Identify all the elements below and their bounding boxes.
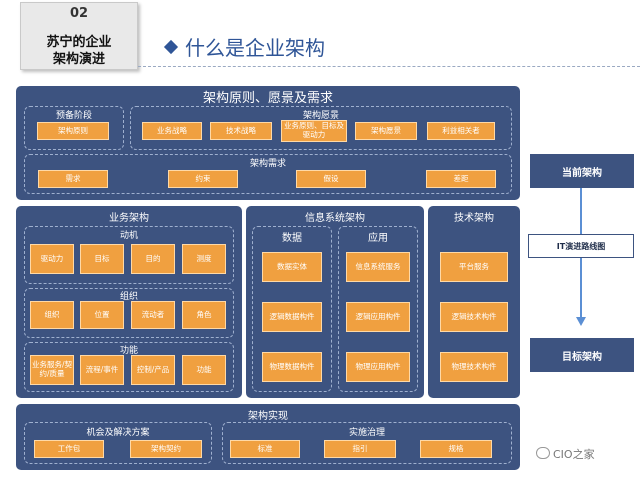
vision-group — [130, 106, 512, 150]
roadmap-line-top — [580, 188, 582, 234]
vision-item: 业务战略 — [142, 122, 202, 140]
diamond-bullet-icon — [163, 39, 179, 55]
org-item: 组织 — [30, 301, 74, 329]
principles-title: 架构原则、愿景及需求 — [202, 91, 333, 106]
function-item: 功能 — [182, 355, 226, 385]
tech-title: 技术架构 — [454, 213, 494, 224]
section-title-line2: 架构演进 — [52, 52, 105, 67]
roadmap-line-bottom — [580, 258, 582, 318]
page-title-text: 什么是企业架构 — [185, 36, 325, 60]
org-item: 位置 — [80, 301, 124, 329]
section-badge: 02 苏宁的企业 架构演进 — [20, 2, 138, 70]
vision-item: 业务原则、目标及驱动力 — [281, 120, 347, 142]
motive-item: 目的 — [131, 244, 175, 274]
section-title-line1: 苏宁的企业 — [46, 35, 112, 50]
stage-item: 架构原则 — [37, 122, 109, 140]
motive-item: 驱动力 — [30, 244, 74, 274]
org-group — [24, 288, 234, 338]
org-title: 组织 — [119, 292, 138, 302]
requirements-group — [24, 154, 512, 194]
data-item: 数据实体 — [262, 252, 322, 282]
org-item: 角色 — [182, 301, 226, 329]
tech-item: 物理技术构件 — [440, 352, 508, 382]
vision-item: 利益相关者 — [427, 122, 495, 140]
app-item: 逻辑应用构件 — [346, 302, 410, 332]
app-item: 信息系统服务 — [346, 252, 410, 282]
opportunity-item: 工作包 — [34, 440, 104, 458]
it-roadmap-box: IT演进路线图 — [528, 234, 634, 258]
watermark-text: CIO之家 — [553, 448, 595, 461]
governance-group — [222, 422, 512, 464]
realization-panel — [16, 404, 520, 470]
function-item: 流程/事件 — [80, 355, 124, 385]
function-item: 控制/产品 — [131, 355, 175, 385]
tech-item: 逻辑技术构件 — [440, 302, 508, 332]
stage-title: 预备阶段 — [55, 111, 92, 121]
motive-item: 测度 — [182, 244, 226, 274]
app-group — [338, 226, 418, 392]
realization-title: 架构实现 — [248, 411, 288, 422]
governance-item: 规格 — [420, 440, 492, 458]
watermark: CIO之家 — [536, 446, 595, 462]
data-title: 数据 — [282, 233, 302, 244]
target-architecture-box: 目标架构 — [530, 338, 634, 372]
section-number: 02 — [69, 6, 89, 21]
org-item: 流动者 — [131, 301, 175, 329]
page-title: 什么是企业架构 — [163, 32, 325, 61]
opportunity-group — [24, 422, 212, 464]
requirement-item: 约束 — [168, 170, 238, 188]
requirement-item: 假设 — [296, 170, 366, 188]
header-divider — [138, 66, 640, 67]
app-item: 物理应用构件 — [346, 352, 410, 382]
governance-item: 指引 — [324, 440, 396, 458]
governance-item: 标准 — [230, 440, 300, 458]
app-title: 应用 — [368, 233, 388, 244]
wechat-icon — [536, 447, 550, 459]
opportunity-title: 机会及解决方案 — [86, 428, 150, 438]
vision-item: 技术战略 — [210, 122, 272, 140]
function-title: 功能 — [119, 346, 138, 356]
vision-title: 架构愿景 — [302, 111, 339, 121]
data-item: 物理数据构件 — [262, 352, 322, 382]
motive-item: 目标 — [80, 244, 124, 274]
business-title: 业务架构 — [109, 213, 149, 224]
vision-item: 架构愿景 — [355, 122, 417, 140]
requirements-title: 架构需求 — [249, 159, 286, 169]
tech-item: 平台服务 — [440, 252, 508, 282]
current-architecture-box: 当前架构 — [530, 154, 634, 188]
data-item: 逻辑数据构件 — [262, 302, 322, 332]
motive-group — [24, 226, 234, 284]
stage-group — [24, 106, 124, 150]
info-title: 信息系统架构 — [305, 213, 365, 224]
requirement-item: 差距 — [426, 170, 496, 188]
governance-title: 实施治理 — [348, 428, 385, 438]
function-item: 业务服务/契约/质量 — [30, 355, 74, 385]
motive-title: 动机 — [119, 231, 138, 241]
data-group — [252, 226, 332, 392]
function-group — [24, 342, 234, 392]
opportunity-item: 架构契约 — [130, 440, 202, 458]
requirement-item: 需求 — [38, 170, 108, 188]
down-arrow-icon — [576, 317, 586, 326]
